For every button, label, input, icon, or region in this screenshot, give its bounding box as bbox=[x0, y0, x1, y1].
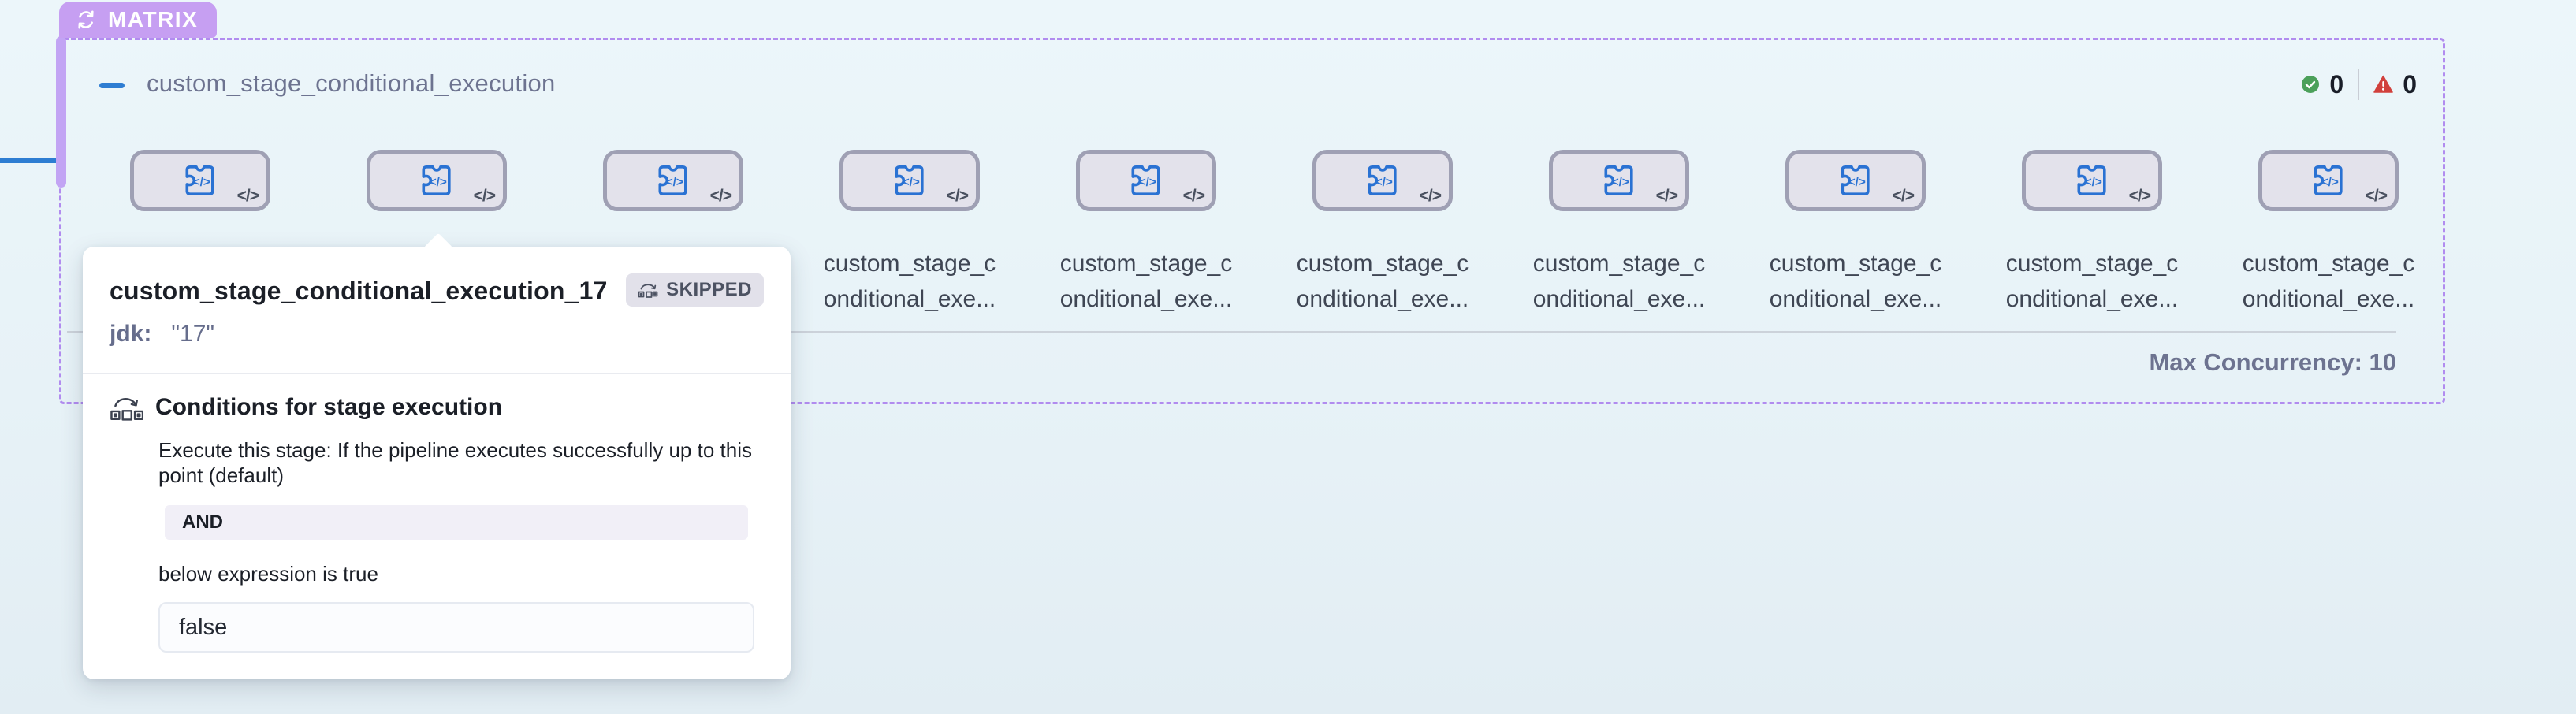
stage-card[interactable]: </> </> bbox=[1312, 150, 1453, 211]
conditional-execution-icon bbox=[110, 397, 143, 421]
check-circle-icon bbox=[2302, 76, 2320, 93]
stage-tooltip: custom_stage_conditional_execution_17 SK… bbox=[83, 232, 791, 679]
svg-text:</>: </> bbox=[193, 176, 210, 189]
matrix-status-cluster: 0 0 bbox=[2301, 68, 2417, 101]
svg-text:</>: </> bbox=[666, 176, 683, 189]
stage-cell: </> </> custom_stage_c onditional_exe... bbox=[1974, 150, 2210, 317]
stage-cell: </> </> custom_stage_c onditional_exe... bbox=[1264, 150, 1501, 317]
conditions-title: Conditions for stage execution bbox=[155, 394, 503, 420]
matrix-stage-container bbox=[59, 38, 2445, 404]
matrix-param-line: jdk: "17" bbox=[110, 321, 764, 348]
custom-stage-puzzle-icon: </> bbox=[1604, 165, 1633, 195]
stage-label: custom_stage_c onditional_exe... bbox=[1769, 251, 1942, 312]
stage-cell: </> </> custom_stage_c onditional_exe... bbox=[1737, 150, 1974, 317]
svg-text:</>: </> bbox=[1139, 176, 1156, 189]
skip-icon bbox=[638, 284, 658, 298]
svg-text:</>: </> bbox=[2321, 176, 2339, 189]
custom-stage-puzzle-icon: </> bbox=[185, 165, 214, 195]
stage-card[interactable]: </> </> bbox=[839, 150, 980, 211]
stage-card[interactable]: </> </> bbox=[603, 150, 743, 211]
param-key: jdk: bbox=[110, 321, 152, 347]
stage-card[interactable]: </> </> bbox=[2258, 150, 2399, 211]
code-icon: </> bbox=[1892, 187, 1915, 205]
stage-card[interactable]: </> </> bbox=[1549, 150, 1689, 211]
warning-triangle-icon bbox=[2373, 75, 2393, 93]
code-icon: </> bbox=[2365, 187, 2388, 205]
stage-card[interactable]: </> </> bbox=[1076, 150, 1216, 211]
pipeline-connector-line bbox=[0, 158, 63, 163]
max-concurrency-label: Max Concurrency: 10 bbox=[2149, 348, 2396, 376]
stage-label: custom_stage_c onditional_exe... bbox=[1296, 251, 1469, 312]
matrix-badge[interactable]: MATRIX bbox=[59, 2, 218, 38]
collapse-minus-icon[interactable] bbox=[99, 82, 125, 88]
code-icon: </> bbox=[1419, 187, 1442, 205]
svg-text:</>: </> bbox=[430, 176, 447, 189]
stage-label: custom_stage_c onditional_exe... bbox=[2242, 251, 2415, 312]
code-icon: </> bbox=[2128, 187, 2151, 205]
stage-cell: </> </> custom_stage_c onditional_exe... bbox=[791, 150, 1028, 317]
matrix-left-accent-bar bbox=[56, 36, 66, 188]
tooltip-divider bbox=[83, 373, 791, 374]
stage-card[interactable]: </> </> bbox=[1785, 150, 1926, 211]
code-icon: </> bbox=[473, 187, 496, 205]
custom-stage-puzzle-icon: </> bbox=[1841, 165, 1870, 195]
custom-stage-puzzle-icon: </> bbox=[422, 165, 451, 195]
code-icon: </> bbox=[709, 187, 732, 205]
stage-label: custom_stage_c onditional_exe... bbox=[1059, 251, 1233, 312]
custom-stage-puzzle-icon: </> bbox=[895, 165, 924, 195]
loop-icon bbox=[78, 10, 94, 29]
code-icon: </> bbox=[236, 187, 259, 205]
svg-text:</>: </> bbox=[1848, 176, 1866, 189]
success-count: 0 bbox=[2329, 69, 2344, 99]
custom-stage-puzzle-icon: </> bbox=[1368, 165, 1397, 195]
matrix-group-title: custom_stage_conditional_execution bbox=[147, 69, 556, 97]
tooltip-stage-title: custom_stage_conditional_execution_17 bbox=[110, 277, 608, 305]
custom-stage-puzzle-icon: </> bbox=[658, 165, 687, 195]
status-badge-label: SKIPPED bbox=[666, 279, 752, 300]
custom-stage-puzzle-icon: </> bbox=[2314, 165, 2343, 195]
stage-cell: </> </> custom_stage_c onditional_exe... bbox=[2210, 150, 2447, 317]
stage-label: custom_stage_c onditional_exe... bbox=[2005, 251, 2179, 312]
stage-label: custom_stage_c onditional_exe... bbox=[823, 251, 996, 312]
conditions-operator: AND bbox=[165, 505, 748, 540]
matrix-badge-label: MATRIX bbox=[108, 7, 199, 32]
param-value: "17" bbox=[171, 321, 215, 347]
code-icon: </> bbox=[946, 187, 969, 205]
svg-text:</>: </> bbox=[2085, 176, 2102, 189]
status-divider bbox=[2358, 69, 2360, 100]
conditions-clause-intro: below expression is true bbox=[158, 562, 378, 586]
custom-stage-puzzle-icon: </> bbox=[1131, 165, 1160, 195]
conditions-expression: false bbox=[158, 602, 754, 653]
stage-card[interactable]: </> </> bbox=[130, 150, 270, 211]
code-icon: </> bbox=[1655, 187, 1678, 205]
status-badge: SKIPPED bbox=[626, 273, 764, 307]
conditions-description: Execute this stage: If the pipeline exec… bbox=[158, 438, 752, 487]
stage-label: custom_stage_c onditional_exe... bbox=[1532, 251, 1706, 312]
stage-card[interactable]: </> </> bbox=[2022, 150, 2162, 211]
stage-cell: </> </> custom_stage_c onditional_exe... bbox=[1501, 150, 1737, 317]
stages-bottom-divider bbox=[67, 331, 2396, 333]
svg-text:</>: </> bbox=[1375, 176, 1393, 189]
svg-text:</>: </> bbox=[903, 176, 920, 189]
stage-card[interactable]: </> </> bbox=[367, 150, 507, 211]
code-icon: </> bbox=[1182, 187, 1205, 205]
svg-text:</>: </> bbox=[1612, 176, 1629, 189]
stage-cell: </> </> custom_stage_c onditional_exe... bbox=[1028, 150, 1264, 317]
custom-stage-puzzle-icon: </> bbox=[2077, 165, 2106, 195]
failed-count: 0 bbox=[2403, 69, 2417, 99]
